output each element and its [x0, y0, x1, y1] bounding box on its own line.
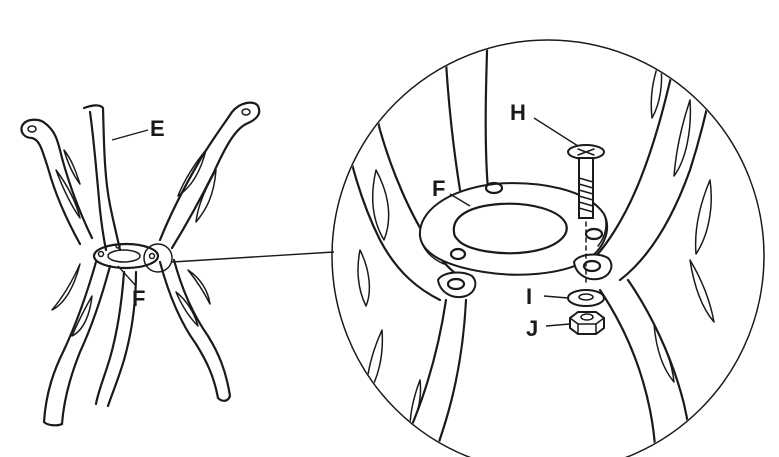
- leg-upper-left: [20, 118, 94, 246]
- leg-e: [82, 104, 122, 252]
- magnify-connector: [171, 251, 335, 263]
- leader-h: [533, 117, 579, 147]
- detail-leg-scroll: [365, 329, 422, 429]
- nut-j: [569, 311, 605, 335]
- detail-leg-lower-right: [598, 278, 694, 457]
- ring-f-large: [418, 181, 609, 276]
- label-e: E: [150, 116, 165, 141]
- bolt-h: [567, 144, 605, 219]
- ring-hole: [449, 247, 467, 261]
- leg-scroll: [177, 149, 217, 223]
- label-j: J: [526, 316, 538, 341]
- leader-e: [111, 129, 149, 141]
- magnify-circle: [331, 39, 765, 457]
- detail-leg-scroll: [650, 59, 712, 255]
- bolt-thread: [578, 177, 594, 213]
- leg-tab-hole: [241, 108, 251, 116]
- detail-leg-scroll: [653, 259, 715, 383]
- leg-lower-right: [158, 258, 232, 402]
- label-h: H: [510, 100, 526, 125]
- label-f-small: F: [132, 286, 145, 311]
- washer-i: [567, 289, 605, 307]
- leg-tab-hole: [27, 125, 37, 133]
- leg-tab-right: [572, 253, 613, 281]
- leader-i: [543, 295, 569, 299]
- leg-scroll: [55, 149, 81, 219]
- ring-f-edge: [419, 213, 607, 265]
- label-f-detail: F: [432, 176, 445, 201]
- plant-stand-overview: E F: [20, 101, 261, 427]
- leader-f-detail: [449, 193, 471, 207]
- leg-upper-right: [158, 101, 261, 250]
- detail-callout-circle: [143, 243, 173, 273]
- ring-hole: [484, 181, 504, 195]
- leg-scroll: [175, 269, 211, 327]
- magnified-detail: H F I J: [331, 39, 765, 457]
- detail-leg-e: [442, 41, 490, 192]
- ring-f-small: [92, 242, 160, 270]
- leader-j: [545, 323, 571, 327]
- ring-f-inner-opening: [452, 202, 568, 255]
- ring-f-plate: [418, 182, 609, 276]
- label-i: I: [526, 284, 532, 309]
- detail-leg-lower-left: [390, 298, 468, 457]
- leg-tab-left: [436, 271, 477, 298]
- leg-lower-center: [94, 270, 138, 408]
- leader-f-small: [117, 265, 137, 287]
- phillips-cross-icon: [577, 148, 595, 156]
- leg-scroll: [51, 263, 93, 337]
- leg-lower-left: [42, 260, 112, 427]
